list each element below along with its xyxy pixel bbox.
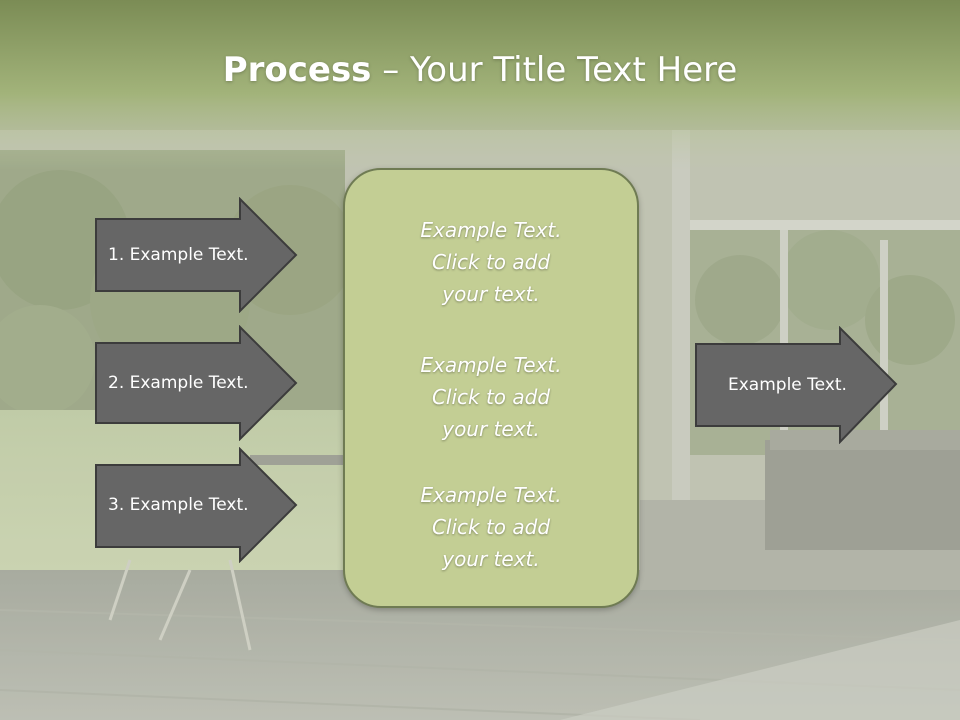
step-label-2: 2. Example Text. <box>108 373 249 393</box>
slide-title[interactable]: Process – Your Title Text Here <box>0 50 960 90</box>
center-line: your text. <box>442 547 540 571</box>
step-label-3: 3. Example Text. <box>108 495 249 515</box>
center-line: your text. <box>442 417 540 441</box>
right-arrow-shape <box>695 326 898 444</box>
output-arrow[interactable]: Example Text. <box>694 326 900 444</box>
step-label-1: 1. Example Text. <box>108 245 249 265</box>
step-arrow-3[interactable]: 3. Example Text. <box>94 447 300 563</box>
center-text-panel[interactable]: Example Text. Click to add your text. Ex… <box>343 168 639 608</box>
step-arrow-1[interactable]: 1. Example Text. <box>94 197 300 313</box>
center-line: Example Text. <box>420 353 562 377</box>
center-text-block-3: Example Text. Click to add your text. <box>345 479 637 575</box>
center-line: Click to add <box>431 515 551 539</box>
title-bold: Process <box>222 50 372 90</box>
step-arrow-2[interactable]: 2. Example Text. <box>94 325 300 441</box>
title-rest: – Your Title Text Here <box>371 50 738 90</box>
output-label: Example Text. <box>728 375 847 395</box>
center-line: Click to add <box>431 250 551 274</box>
center-line: Example Text. <box>420 483 562 507</box>
center-line: Click to add <box>431 385 551 409</box>
center-text-block-1: Example Text. Click to add your text. <box>345 214 637 310</box>
right-arrow-shape <box>95 325 298 441</box>
right-arrow-shape <box>95 197 298 313</box>
center-text-block-2: Example Text. Click to add your text. <box>345 349 637 445</box>
center-line: Example Text. <box>420 218 562 242</box>
center-line: your text. <box>442 282 540 306</box>
right-arrow-shape <box>95 447 298 563</box>
